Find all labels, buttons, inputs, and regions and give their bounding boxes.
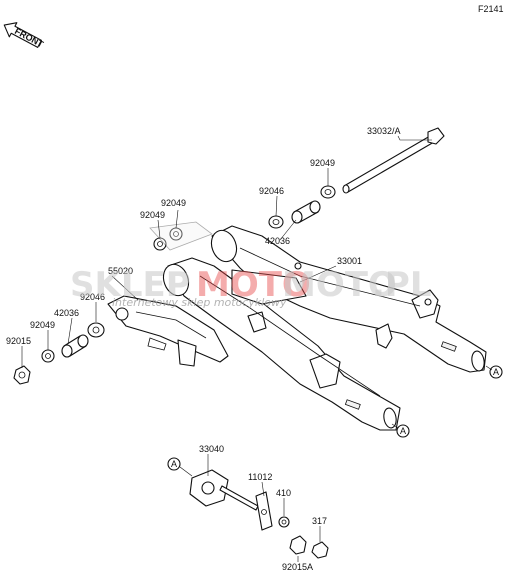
watermark-brand-left: SKLEP: [70, 265, 191, 305]
part-label-92015a: 92015A: [282, 562, 313, 572]
part-label-92049d: 92049: [30, 320, 55, 330]
part-label-55020: 55020: [108, 266, 133, 276]
front-arrow-icon: [3, 22, 42, 48]
swingarm-drawing: [162, 225, 487, 431]
watermark-brand-mid: MOTO: [282, 265, 397, 305]
left-bushing-drawing: [149, 221, 213, 251]
ref-marker-a-1: A: [489, 365, 503, 379]
part-label-92049a: 92049: [310, 158, 335, 168]
watermark-tagline: internetowy sklep motocyklowy: [112, 296, 287, 309]
watermark: SKLEP MOTO MOTO .PL internetowy sklep mo…: [70, 265, 432, 309]
chain-adjuster-drawing: [189, 469, 329, 559]
svg-text:A: A: [171, 459, 177, 469]
ref-marker-a-2: A: [396, 424, 410, 438]
part-label-92046a: 92046: [259, 186, 284, 196]
leader-lines: [21, 135, 432, 562]
part-label-42036b: 42036: [54, 308, 79, 318]
part-label-11012: 11012: [248, 472, 272, 482]
part-label-33001: 33001: [337, 256, 362, 266]
diagram-code: F2141: [478, 4, 504, 14]
svg-text:A: A: [493, 367, 499, 377]
part-label-42036a: 42036: [265, 236, 290, 246]
watermark-brand-suffix: .PL: [372, 265, 432, 305]
part-label-92015: 92015: [6, 336, 31, 346]
pivot-shaft-drawing: [342, 127, 445, 194]
part-label-92049b: 92049: [161, 198, 186, 208]
front-label: FRONT: [13, 26, 46, 50]
part-label-92046b: 92046: [80, 292, 105, 302]
part-label-33040: 33040: [199, 444, 224, 454]
part-label-317: 317: [312, 516, 327, 526]
part-label-410: 410: [276, 488, 291, 498]
svg-text:A: A: [400, 426, 406, 436]
chain-guard-drawing: [107, 295, 229, 367]
watermark-brand-right: MOTO: [196, 265, 311, 305]
upper-bushing-drawing: [268, 185, 336, 229]
lower-bushing-drawing: [13, 322, 105, 385]
part-label-92049c: 92049: [140, 210, 165, 220]
ref-marker-a-3: A: [167, 457, 181, 471]
part-label-33032: 33032/A: [367, 126, 401, 136]
